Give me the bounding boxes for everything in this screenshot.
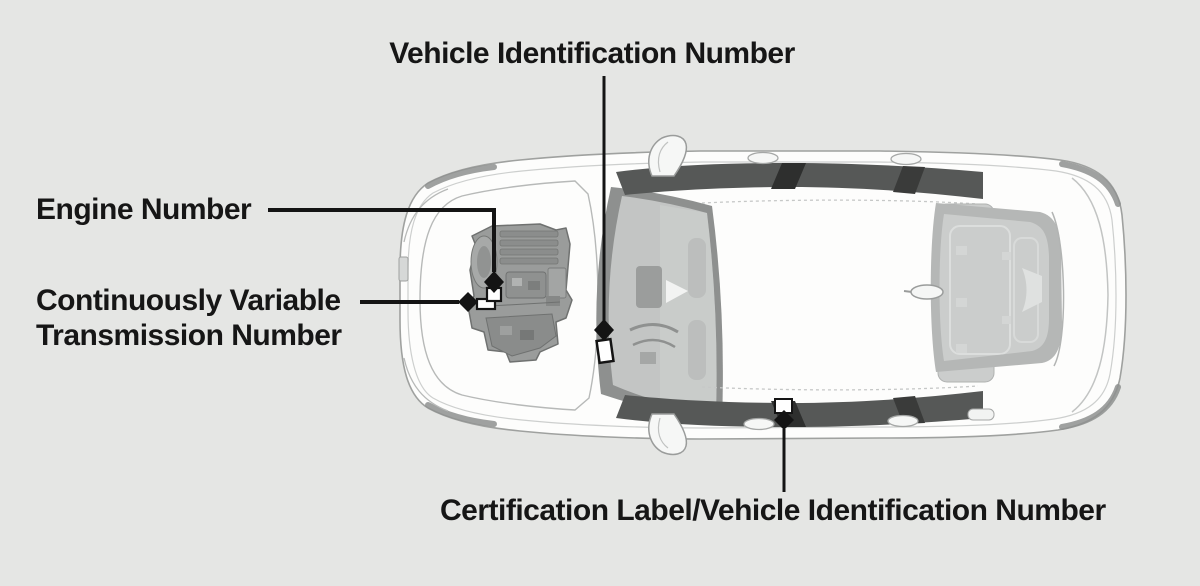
front-grille-emblem (398, 256, 409, 282)
label-engine-number: Engine Number (36, 193, 252, 226)
leader-lines (268, 76, 786, 492)
label-cvt-line1: Continuously Variable (36, 284, 341, 317)
c-pillar-top (893, 166, 925, 194)
engine-ribs (499, 230, 559, 265)
cabin-interior-through-glass (629, 205, 717, 414)
side-mirror-bottom (648, 413, 688, 456)
cvt-marker-diamond (458, 292, 478, 312)
windshield (596, 187, 723, 421)
certification-marker-diamond (774, 410, 794, 430)
rear-bumper-seam (1071, 177, 1109, 413)
engine-marker-diamond (484, 271, 504, 293)
engine-cam-cover-inner (477, 246, 491, 278)
rear-window (930, 203, 1065, 372)
vin-plate (595, 337, 615, 365)
front-bumper-seam-bottom (403, 357, 449, 412)
engine-seam-line (489, 301, 561, 307)
door-handles (743, 151, 922, 431)
label-cvt-number: Continuously Variable Transmission Numbe… (36, 283, 342, 353)
engine-leader-line (268, 208, 496, 272)
vin-marker-diamond (594, 319, 614, 341)
engine-illustration (467, 223, 573, 363)
corner-shading (425, 161, 1121, 430)
engine-lower-detail-1 (500, 326, 512, 335)
roof-antenna (903, 284, 944, 300)
engine-detail-blocks (505, 267, 567, 306)
b-pillar-top (771, 163, 806, 189)
trunk-seam (1051, 211, 1065, 367)
fuel-door (967, 408, 995, 421)
label-certification: Certification Label/Vehicle Identificati… (440, 494, 1106, 527)
parcel-shelf-details (949, 225, 1042, 355)
side-mirror-top (648, 134, 688, 177)
label-vehicle-identification-number: Vehicle Identification Number (389, 37, 795, 70)
marker-diamonds (458, 271, 794, 430)
engine-lower-detail-2 (520, 330, 534, 340)
car-body-inner-line (407, 161, 1117, 429)
label-cvt-line2: Transmission Number (36, 319, 342, 352)
